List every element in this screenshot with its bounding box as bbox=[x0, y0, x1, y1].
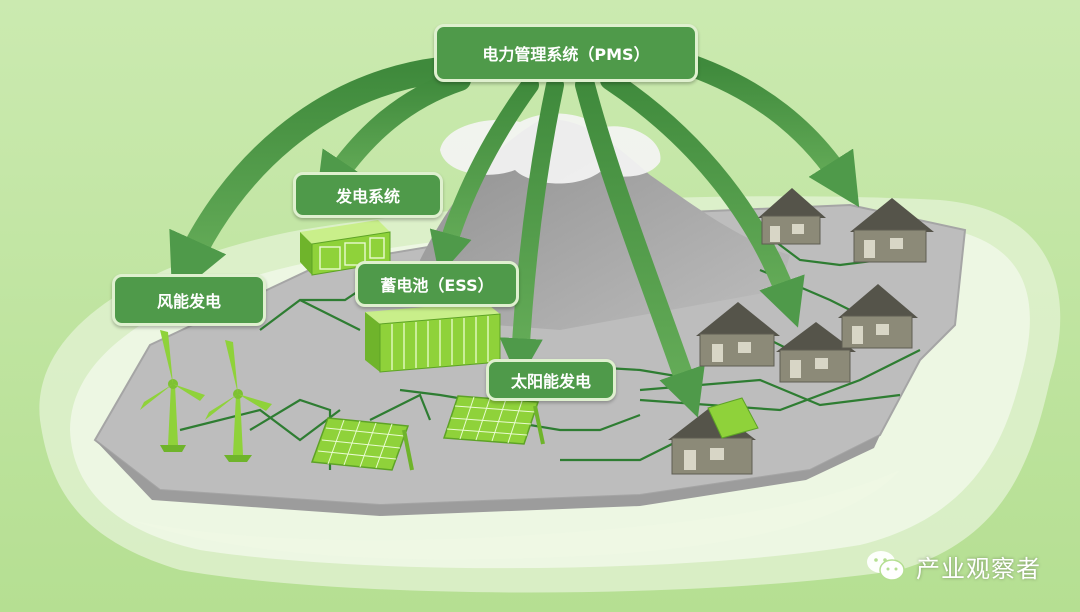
foreground-swirl bbox=[130, 470, 900, 560]
battery-ess-label: 蓄电池（ESS） bbox=[355, 261, 519, 307]
house-3 bbox=[838, 284, 918, 349]
solar-power-label: 太阳能发电 bbox=[486, 359, 616, 401]
battery-container bbox=[365, 302, 501, 373]
wind-turbine-left bbox=[140, 330, 205, 452]
house-solar bbox=[668, 397, 759, 475]
wind-turbine-right bbox=[205, 340, 272, 462]
wechat-icon bbox=[867, 551, 905, 581]
pms-arrows bbox=[169, 54, 860, 418]
solar-panel-left bbox=[310, 417, 414, 471]
island-edge-shadow bbox=[95, 435, 880, 516]
solar-panel-right bbox=[442, 395, 545, 445]
house-1 bbox=[696, 302, 780, 367]
wind-power-label: 风能发电 bbox=[112, 274, 266, 326]
watermark-text: 产业观察者 bbox=[916, 554, 1041, 583]
generation-system-label: 发电系统 bbox=[293, 172, 443, 218]
house-2 bbox=[776, 322, 856, 383]
house-5 bbox=[850, 198, 934, 263]
pms-label: 电力管理系统（PMS） bbox=[434, 24, 698, 82]
watermark: 产业观察者 bbox=[866, 546, 1041, 586]
house-4 bbox=[758, 188, 826, 245]
